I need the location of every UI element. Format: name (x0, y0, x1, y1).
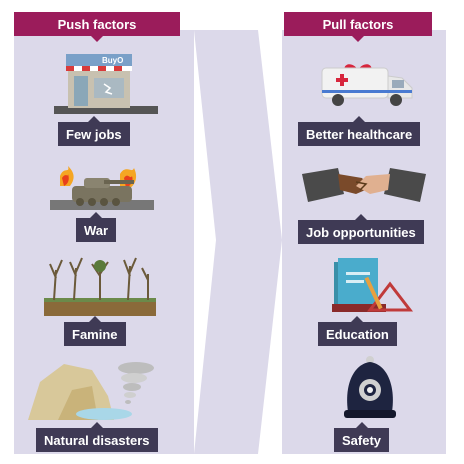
ambulance-icon (321, 64, 413, 106)
label-education: Education (318, 316, 397, 346)
closed-shop-icon: BuyO (54, 54, 158, 114)
handshake-icon (302, 168, 426, 202)
label-natural-disasters: Natural disasters (36, 422, 158, 452)
burning-tank-icon (50, 166, 154, 210)
police-helmet-icon (344, 356, 396, 418)
label-few-jobs: Few jobs (58, 116, 130, 146)
label-war: War (76, 212, 117, 242)
shop-sign-text: BuyO (102, 56, 123, 65)
tornado-landslide-icon (28, 362, 154, 420)
pull-factors-header: Pull factors (284, 12, 432, 42)
books-icon (332, 258, 414, 312)
dead-trees-icon (44, 257, 156, 316)
label-famine: Famine (64, 316, 126, 346)
label-better-healthcare: Better healthcare (298, 116, 421, 146)
label-safety: Safety (334, 422, 390, 452)
label-job-opportunities: Job opportunities (298, 214, 424, 244)
push-factors-header: Push factors (14, 12, 180, 42)
